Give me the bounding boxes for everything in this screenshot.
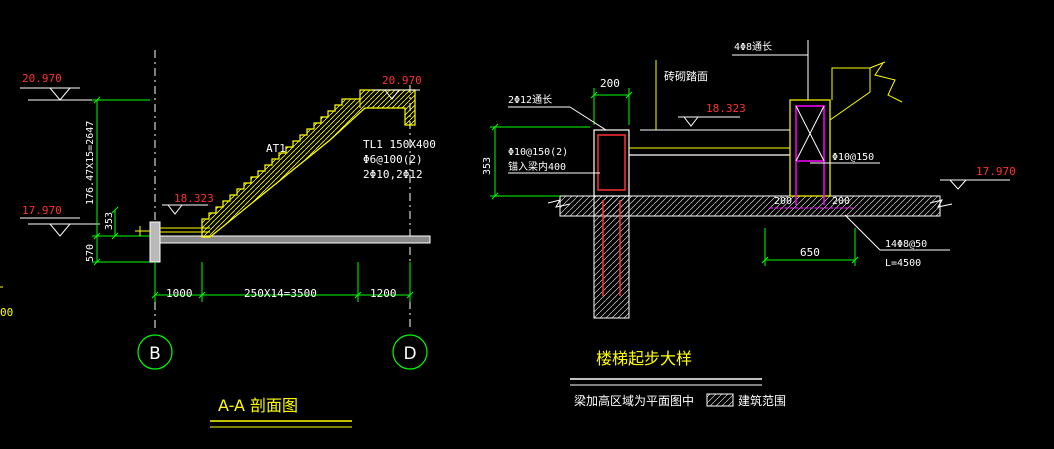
stair-label: AT1	[266, 142, 286, 155]
label-stirrup: Φ10@150(2)	[508, 147, 568, 158]
label-200-a: 200	[774, 196, 792, 207]
dim-353: 353	[104, 212, 115, 230]
section-aa: 20.970 17.970 00 176.47X15=2647 353 570	[0, 50, 436, 428]
dim-650: 650	[800, 246, 820, 259]
elevation-marker-bottom-left: 17.970	[20, 204, 100, 237]
dim-vertical-flight: 176.47X15=2647	[85, 121, 96, 205]
vertical-dimension	[92, 96, 150, 266]
elevation-text: 20.970	[22, 72, 62, 85]
beam-left	[593, 129, 630, 197]
elevation-marker-top-left: 20.970	[20, 72, 100, 101]
section-title: A-A 剖面图	[218, 396, 298, 415]
elevation-text: 17.970	[976, 165, 1016, 178]
axis-bubble-d: D	[392, 334, 428, 370]
dim-1000: 1000	[166, 287, 193, 300]
label-rebar: 14Φ8@50	[885, 239, 927, 250]
axis-bubble-b: B	[137, 334, 173, 370]
axis-label: B	[149, 344, 161, 364]
dim-570: 570	[85, 244, 96, 262]
label-phi10: Φ10@150	[832, 152, 874, 163]
beam-right	[770, 99, 855, 209]
wall-column	[593, 195, 630, 319]
detail-title: 楼梯起步大样	[596, 349, 692, 368]
elevation-marker-top-right: 20.970	[372, 74, 422, 100]
label-4phi8: 4Φ8通长	[734, 41, 772, 53]
horizontal-dimension	[151, 262, 414, 302]
elevation-text: 17.970	[22, 204, 62, 217]
legend-swatch	[706, 393, 734, 407]
elevation-marker-18323: 18.323	[678, 102, 746, 127]
dim-353: 353	[482, 157, 493, 175]
elevation-text: 18.323	[706, 102, 746, 115]
label-brick: 砖砌踏面	[664, 69, 708, 83]
beam-label-3: 2Φ10,2Φ12	[363, 168, 423, 181]
beam-label-1: TL1 150X400	[363, 138, 436, 151]
elevation-partial-text: 00	[0, 306, 13, 319]
label-length: L=4500	[885, 258, 921, 269]
dim-200-top	[590, 88, 633, 125]
dim-treads: 250X14=3500	[244, 287, 317, 300]
axis-label: D	[403, 344, 416, 364]
landing-slab	[135, 221, 431, 263]
elevation-marker-17970: 17.970	[940, 165, 1016, 190]
elevation-text: 20.970	[382, 74, 422, 87]
stair-flight-at1	[201, 89, 416, 238]
ground-slab	[547, 195, 953, 217]
elevation-marker-landing: 18.323	[162, 192, 214, 215]
label-anchor: 锚入梁内400	[508, 160, 566, 173]
dim-353-detail	[490, 123, 590, 200]
legend-text: 建筑范围	[738, 393, 786, 408]
detail-note: 梁加高区域为平面图中	[574, 393, 694, 408]
beam-label-2: Φ6@100(2)	[363, 153, 423, 166]
leader-lines-top	[655, 60, 903, 130]
dim-650	[761, 228, 859, 266]
label-200-b: 200	[832, 196, 850, 207]
dim-1200: 1200	[370, 287, 397, 300]
label-200-top: 200	[600, 77, 620, 90]
label-2phi12: 2Φ12通长	[508, 94, 552, 106]
elevation-text: 18.323	[174, 192, 214, 205]
stair-start-detail: 4Φ8通长 砖砌踏面 200 2Φ12通长 18.323 3	[482, 40, 1016, 408]
